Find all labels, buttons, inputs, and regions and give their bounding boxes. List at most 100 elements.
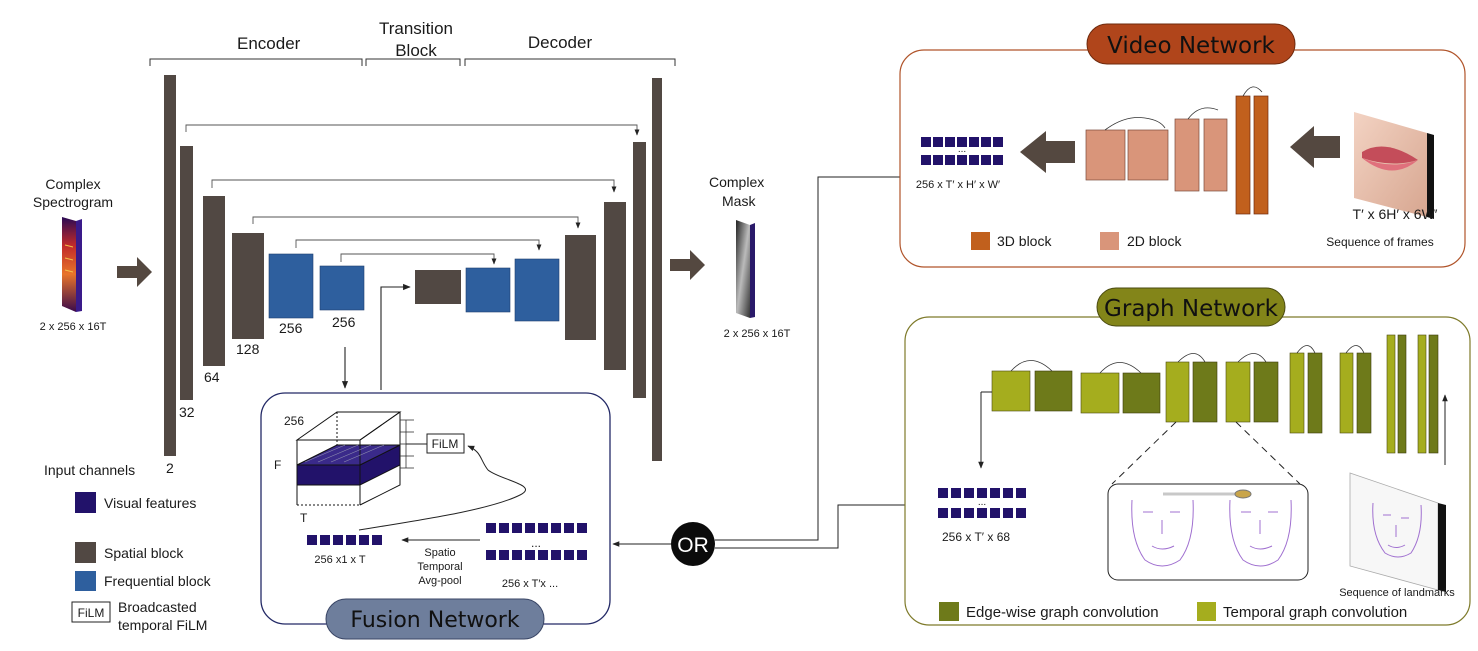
arrow-from-fusion — [380, 283, 411, 390]
legend-film-text-line1: Broadcasted — [118, 599, 197, 615]
channel-label-128: 128 — [236, 341, 260, 357]
or-label: OR — [677, 534, 709, 557]
spatial-block-dec-4 — [652, 78, 662, 461]
graph-features-dims: 256 x T′ x 68 — [942, 530, 1010, 544]
legend-frequential-block: Frequential block — [104, 573, 212, 589]
skip-connections — [185, 124, 640, 265]
fusion-film-arrow — [358, 445, 526, 531]
spatial-block-dec-1 — [565, 235, 596, 340]
transition-label-line2: Block — [395, 41, 437, 60]
mask-image — [736, 220, 755, 318]
video-network-title-badge — [1086, 23, 1296, 65]
video-legend-3d: 3D block — [997, 233, 1052, 249]
channel-label-256-a: 256 — [279, 320, 303, 336]
video-features-dims: 256 x T′ x H′ x W′ — [916, 179, 1000, 191]
or-node — [671, 522, 715, 566]
landmark-faces — [1131, 489, 1292, 567]
landmarks-sequence-image — [1349, 472, 1446, 592]
fusion-cube-256: 256 — [284, 414, 304, 428]
fusion-pool-line2: Temporal — [417, 561, 462, 573]
fusion-film-label: FiLM — [432, 437, 459, 451]
legend-film-text-line2: temporal FiLM — [118, 617, 207, 633]
video-to-or-connector — [715, 176, 900, 541]
spatial-block-enc-2 — [180, 146, 193, 400]
fusion-cube-t: T — [300, 511, 308, 525]
encoder-label: Encoder — [237, 34, 301, 53]
video-network-title: Video Network — [1107, 33, 1275, 59]
video-input-arrow — [1290, 126, 1340, 168]
fusion-pool-line1: Spatio — [424, 547, 455, 559]
fusion-network-title: Fusion Network — [350, 608, 519, 633]
graph-legend-temporal: Temporal graph convolution — [1223, 604, 1407, 621]
legend-input-channels: Input channels — [44, 462, 135, 478]
section-brackets — [149, 58, 676, 66]
legend-spatial-block: Spatial block — [104, 545, 184, 561]
video-legend-3d-swatch — [971, 232, 990, 250]
frequential-block-enc-1 — [268, 253, 314, 319]
fusion-pooled-features — [307, 535, 382, 545]
video-frames-dims: T′ x 6H′ x 6W′ — [1353, 206, 1438, 222]
fusion-visual-features — [486, 523, 587, 560]
fusion-network-title-badge — [325, 598, 545, 640]
legend-spatial-swatch — [75, 542, 96, 563]
channel-label-2: 2 — [166, 460, 174, 476]
graph-output-features — [938, 488, 1026, 518]
transition-label-line1: Transition — [379, 19, 453, 38]
spatial-block-enc-4 — [232, 233, 264, 339]
fusion-features-dims: 256 x T′x ... — [502, 578, 558, 590]
landmark-graph-inset — [1107, 483, 1309, 581]
legend-visual-swatch — [75, 492, 96, 513]
input-arrow — [117, 257, 152, 287]
output-arrow — [670, 250, 705, 280]
video-sequence-label: Sequence of frames — [1326, 235, 1433, 249]
video-2d-blocks — [1085, 118, 1228, 192]
output-title-line1: Complex — [709, 174, 764, 190]
legend-frequential-swatch — [75, 571, 96, 591]
graph-network-title-badge — [1096, 287, 1286, 327]
channel-label-64: 64 — [204, 369, 220, 385]
graph-edge-blocks — [1034, 334, 1439, 454]
graph-to-or-connector — [715, 504, 905, 549]
fusion-cube — [295, 411, 427, 506]
output-title-line2: Mask — [722, 193, 756, 209]
spectrogram-image — [62, 217, 82, 312]
spatial-block-enc-1 — [164, 75, 176, 456]
fusion-pool-line3: Avg-pool — [418, 575, 461, 587]
input-dims: 2 x 256 x 16T — [40, 321, 107, 333]
graph-zoom-lines — [1111, 421, 1301, 485]
graph-legend-temporal-swatch — [1197, 602, 1216, 621]
graph-temporal-blocks — [991, 334, 1427, 454]
graph-features-ellipsis: ... — [978, 497, 986, 508]
channel-label-256-b: 256 — [332, 314, 356, 330]
spatial-block-transition — [415, 270, 461, 304]
video-features-ellipsis: ... — [958, 144, 966, 155]
video-residual-arcs — [1104, 86, 1263, 131]
graph-network-title: Graph Network — [1104, 296, 1279, 322]
frequential-block-dec-2 — [514, 258, 560, 322]
channel-label-32: 32 — [179, 404, 195, 420]
output-dims: 2 x 256 x 16T — [724, 328, 791, 340]
lips-frames-image — [1354, 112, 1434, 219]
decoder-label: Decoder — [528, 33, 593, 52]
video-output-features — [921, 137, 1003, 165]
spatial-block-dec-3 — [633, 142, 646, 398]
frequential-block-dec-1 — [465, 267, 511, 313]
graph-legend-edge-swatch — [939, 602, 959, 621]
frequential-block-enc-2 — [319, 265, 365, 311]
fusion-film-box — [426, 433, 465, 454]
input-title-line1: Complex — [45, 176, 100, 192]
fusion-cube-f: F — [274, 458, 281, 472]
legend-film-label: FiLM — [78, 606, 105, 620]
video-legend-2d: 2D block — [1127, 233, 1182, 249]
video-output-arrow — [1020, 131, 1075, 173]
input-title-line2: Spectrogram — [33, 194, 113, 210]
spatial-block-enc-3 — [203, 196, 225, 366]
spatial-block-dec-2 — [604, 202, 626, 370]
graph-residual-arcs — [1010, 345, 1365, 374]
fusion-features-ellipsis: ... — [531, 536, 541, 550]
graph-sequence-label: Sequence of landmarks — [1339, 587, 1455, 599]
video-legend-2d-swatch — [1100, 232, 1119, 250]
fusion-pooled-dims: 256 x1 x T — [314, 554, 365, 566]
legend-film-box — [71, 601, 111, 623]
